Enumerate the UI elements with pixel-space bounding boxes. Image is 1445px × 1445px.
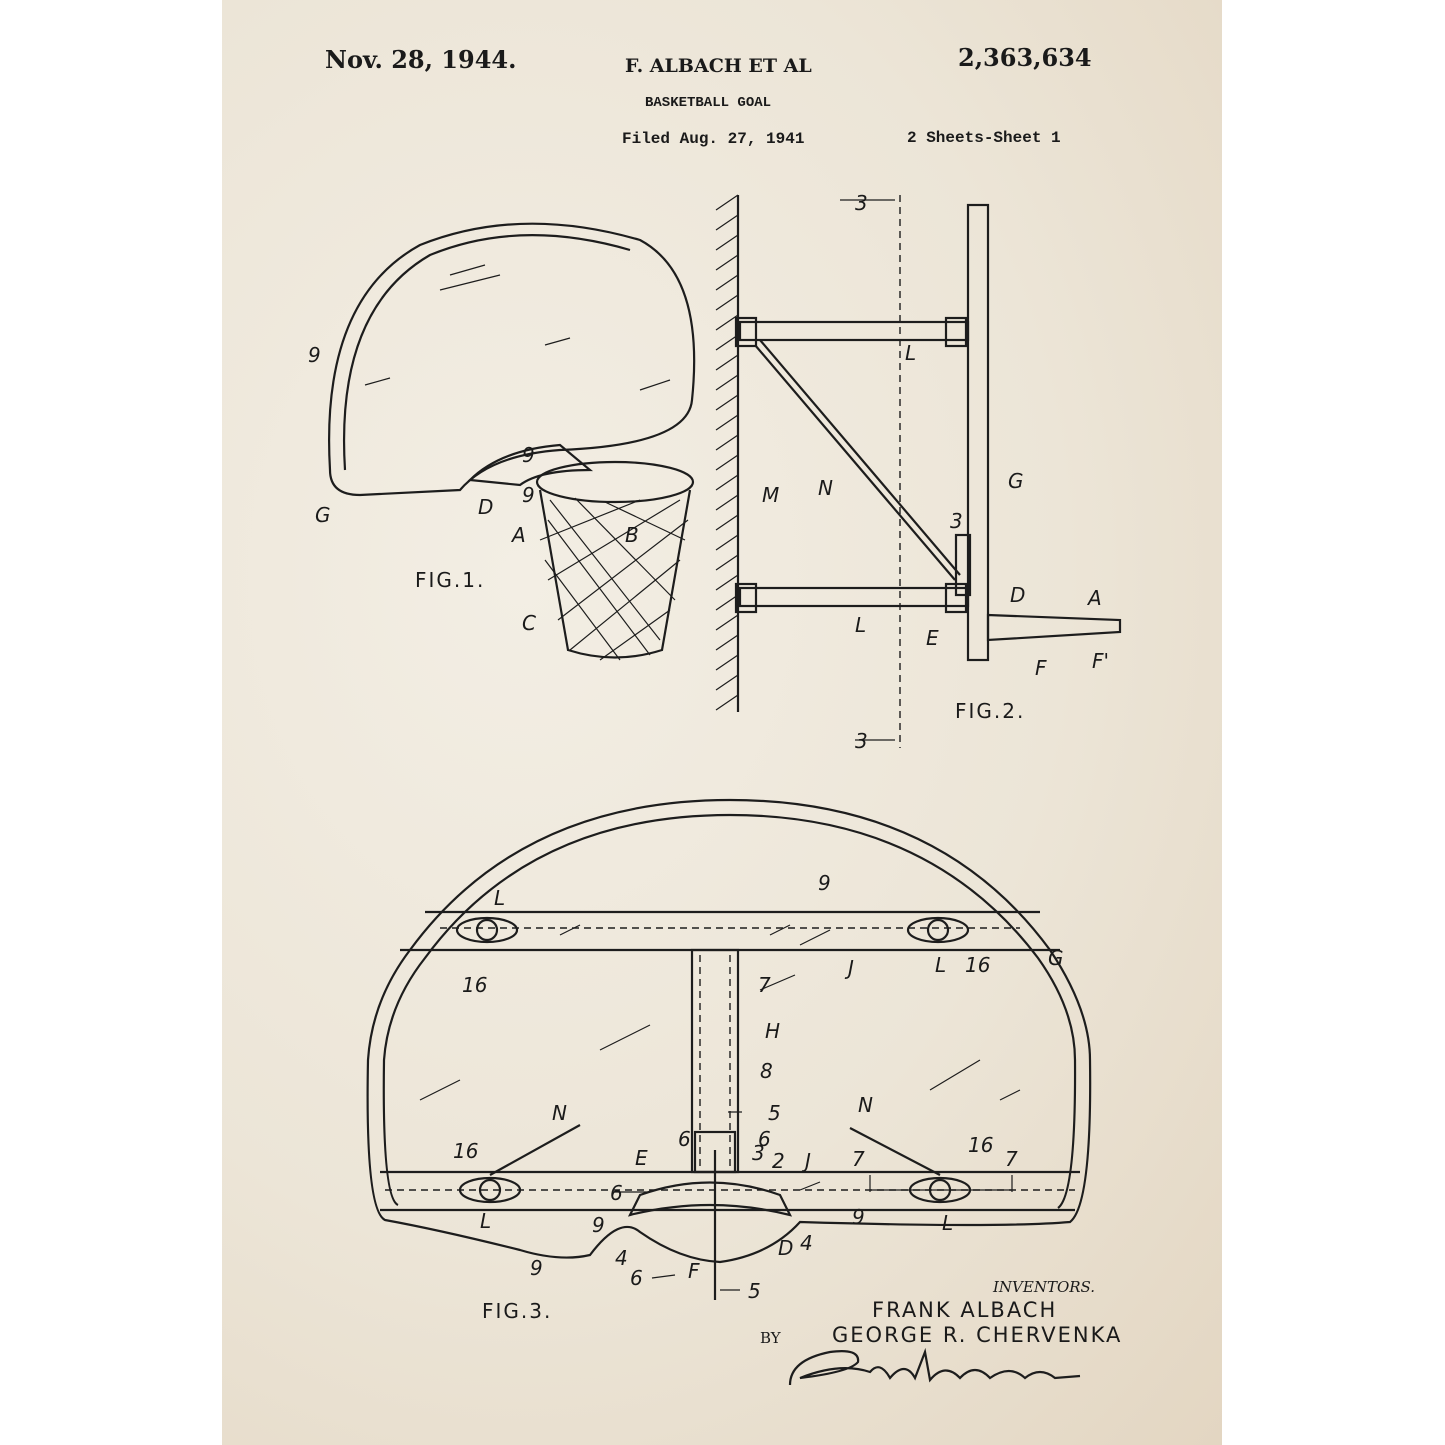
patent-date: Nov. 28, 1944.: [325, 45, 516, 74]
fig3-label-16b: 16: [965, 953, 990, 977]
fig3-label-j1: J: [844, 956, 854, 980]
inventor-1: FRANK ALBACH: [872, 1298, 1057, 1322]
fig3-label-3: 3: [752, 1141, 765, 1165]
fig1-label-9c: 9: [522, 483, 535, 507]
fig3-label-4a: 4: [615, 1246, 628, 1270]
attorney-signature: [788, 1347, 1081, 1386]
fig1-label-d: D: [478, 495, 493, 519]
sheet-count: 2 Sheets-Sheet 1: [907, 129, 1061, 147]
filed-date: Filed Aug. 27, 1941: [622, 130, 804, 148]
fig3-label-8: 8: [760, 1059, 773, 1083]
fig3-label-h: H: [765, 1019, 780, 1043]
fig1-label-a: A: [510, 523, 526, 547]
inventors-label: INVENTORS.: [992, 1278, 1095, 1296]
fig2-label-m: M: [762, 483, 779, 507]
fig3-label-n2: N: [858, 1093, 873, 1117]
fig3-label-9b: 9: [852, 1205, 865, 1229]
fig1-caption: FIG.1.: [415, 568, 485, 592]
fig2-label-g: G: [1008, 469, 1024, 493]
fig3-section-6-bottom: 6: [630, 1266, 643, 1290]
fig3-drawing: [366, 798, 1092, 1300]
fig2-label-n: N: [818, 476, 833, 500]
fig3-label-2: 2: [772, 1149, 785, 1173]
fig2-caption: FIG.2.: [955, 699, 1025, 723]
fig1-label-c: C: [522, 611, 536, 635]
patent-number: 2,363,634: [958, 43, 1092, 72]
fig3-section-5-top: 5: [768, 1101, 781, 1125]
inventor-short: F. ALBACH ET AL: [625, 55, 812, 77]
fig3-section-5-bottom: 5: [748, 1279, 761, 1303]
fig3-label-7: 7: [758, 973, 771, 997]
fig3-label-l2: L: [935, 953, 946, 977]
patent-title: BASKETBALL GOAL: [645, 95, 771, 111]
fig2-label-e: E: [926, 626, 939, 650]
fig3-label-9: 9: [818, 871, 831, 895]
fig3-label-l4: L: [942, 1211, 953, 1235]
fig1-label-9: 9: [308, 343, 321, 367]
fig3-label-16d: 16: [968, 1133, 993, 1157]
by-label: BY: [760, 1329, 782, 1347]
fig1-drawing: [328, 194, 740, 712]
fig3-label-n1: N: [552, 1101, 567, 1125]
fig3-label-6b: 6: [758, 1127, 771, 1151]
fig1-label-9b: 9: [522, 443, 535, 467]
section-3-bottom: 3: [855, 729, 868, 753]
section-3-top: 3: [855, 191, 868, 215]
fig2-label-f: F: [1035, 656, 1047, 680]
fig2-label-3: 3: [950, 509, 963, 533]
fig2-label-l-bottom: L: [855, 613, 866, 637]
fig3-label-j2: J: [801, 1149, 811, 1173]
fig3-label-6a: 6: [678, 1127, 691, 1151]
fig3-label-4b: 4: [800, 1231, 813, 1255]
fig3-label-d: D: [778, 1236, 793, 1260]
fig3-section-7b: 7: [1005, 1147, 1018, 1171]
fig3-label-e: E: [635, 1146, 648, 1170]
fig3-label-l3: L: [480, 1209, 491, 1233]
fig3-section-6-left: 6: [610, 1181, 623, 1205]
fig1-label-g: G: [315, 503, 331, 527]
fig3-label-16c: 16: [453, 1139, 478, 1163]
fig3-label-l1: L: [494, 886, 505, 910]
fig1-label-b: B: [625, 523, 639, 547]
fig3-label-9d: 9: [530, 1256, 543, 1280]
fig3-label-9c: 9: [592, 1213, 605, 1237]
fig2-label-a: A: [1086, 586, 1102, 610]
fig3-label-16a: 16: [462, 973, 487, 997]
fig3-section-7a: 7: [852, 1147, 865, 1171]
fig2-drawing: [734, 195, 1122, 748]
inventor-2: GEORGE R. CHERVENKA: [832, 1323, 1122, 1347]
fig3-caption: FIG.3.: [482, 1299, 552, 1323]
fig3-label-f: F: [688, 1259, 700, 1283]
fig3-label-g: G: [1048, 946, 1064, 970]
fig2-label-l-top: L: [905, 341, 916, 365]
fig2-label-f-prime: F': [1092, 649, 1109, 673]
fig2-label-d: D: [1010, 583, 1025, 607]
